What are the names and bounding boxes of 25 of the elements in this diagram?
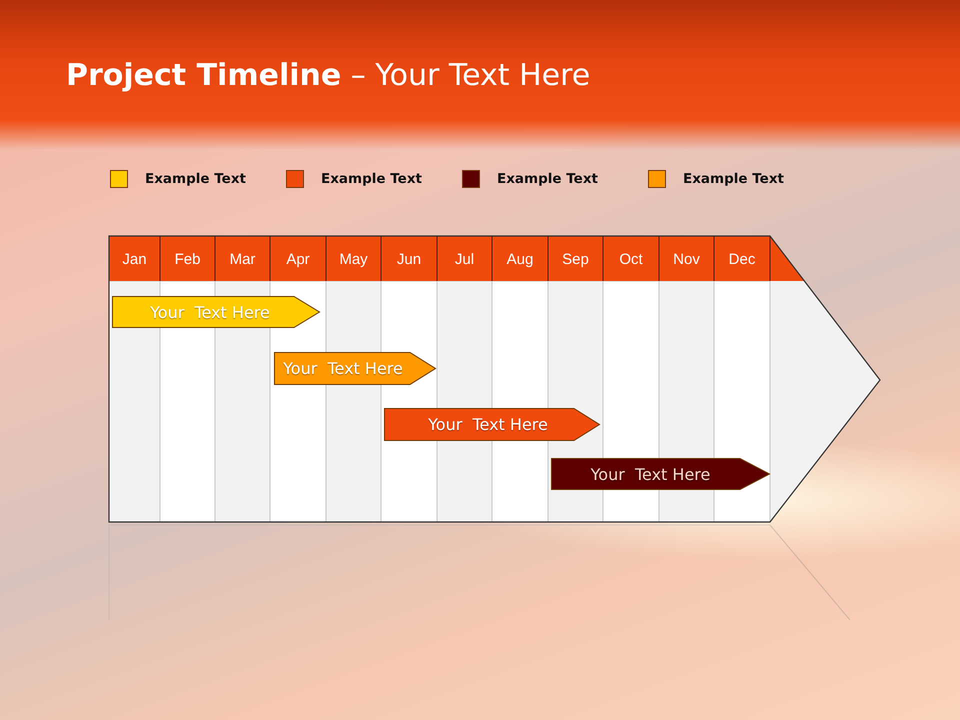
- month-header: Oct: [618, 250, 644, 270]
- month-header: Jan: [121, 250, 148, 270]
- month-header: May: [338, 250, 369, 270]
- month-header: Nov: [672, 250, 701, 270]
- task-label: Your Text Here: [590, 464, 710, 484]
- month-header: Sep: [561, 250, 590, 270]
- task-label: Your Text Here: [283, 359, 403, 378]
- month-header: Feb: [174, 250, 202, 270]
- legend-label: Example Text: [683, 171, 784, 187]
- legend-label: Example Text: [321, 171, 422, 187]
- legend-label: Example Text: [145, 171, 246, 187]
- gantt-task-bar: [274, 352, 436, 385]
- task-label: Your Text Here: [150, 302, 270, 322]
- month-header: Jun: [396, 250, 422, 270]
- gantt-task-bar: [384, 408, 600, 441]
- month-header: Mar: [228, 250, 256, 270]
- legend-label: Example Text: [497, 171, 598, 187]
- gantt-task-bar: [551, 458, 770, 490]
- month-header: Jul: [454, 250, 476, 270]
- month-header: Dec: [728, 250, 756, 270]
- month-header: Apr: [285, 250, 311, 270]
- task-label: Your Text Here: [428, 415, 548, 434]
- slide-title: Project Timeline – Your Text Here: [66, 58, 590, 93]
- gantt-task-bar: [112, 296, 320, 328]
- month-header: Aug: [506, 250, 534, 270]
